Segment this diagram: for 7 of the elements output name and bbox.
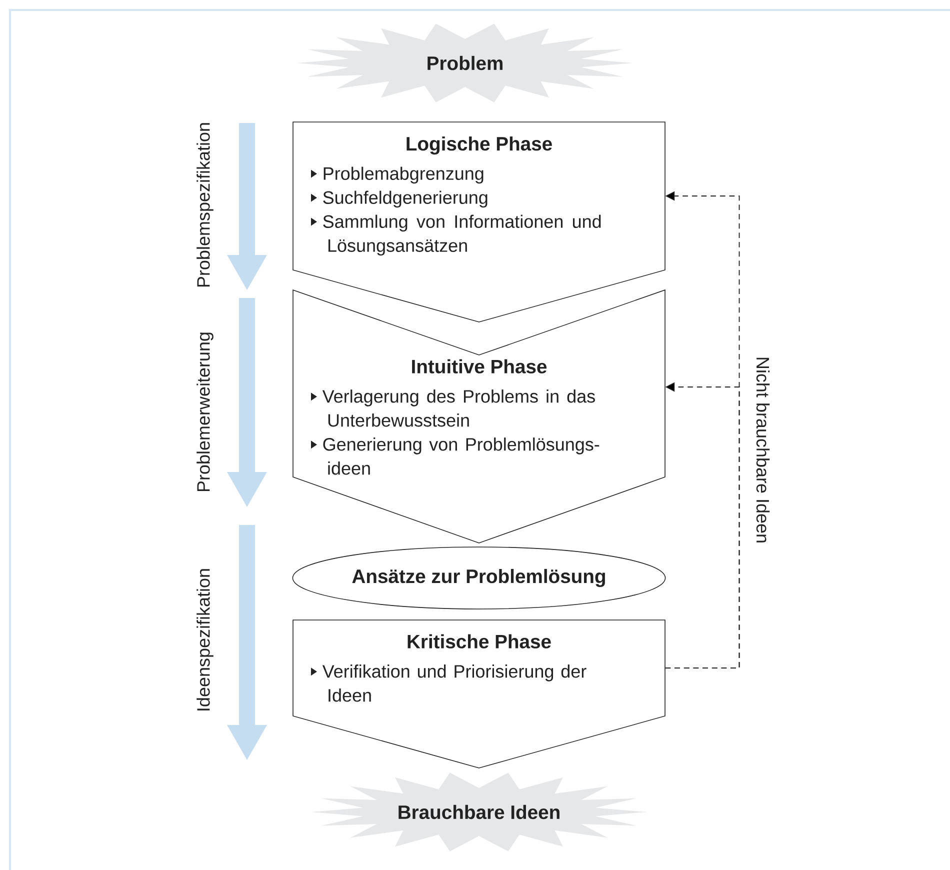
side-label: Problemerweiterung (196, 332, 214, 492)
process-box: Logische Phase Problemabgrenzung Suchfeldgenerierung Sammlung von Informationen und Lösungsansätzen (292, 122, 666, 322)
side-label: Problemspezifikation (196, 123, 214, 287)
side-label: Ideenspezifikation (196, 569, 214, 710)
process-box: Kritische Phase Verifikation und Priorisierung der Ideen (292, 620, 666, 768)
edge-label: Nicht brauchbare Ideen (756, 358, 770, 542)
process-box: Intuitive Phase Verlagerung des Problems in das Unterbewusstsein Generierung von Problemlösungs- ideen (292, 289, 666, 544)
